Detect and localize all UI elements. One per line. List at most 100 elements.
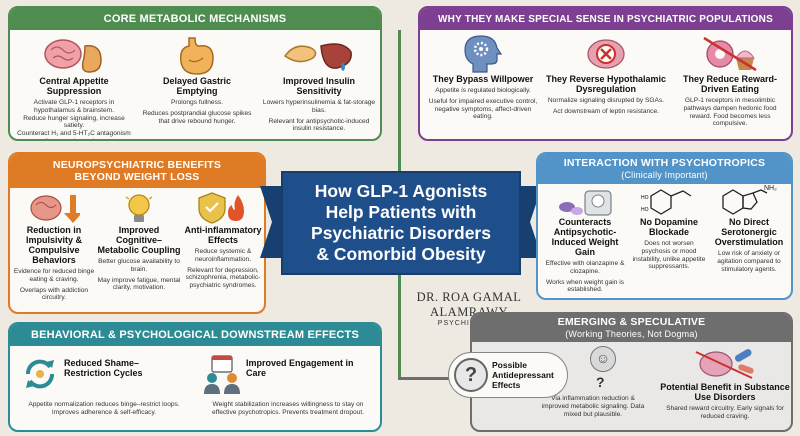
why-item-hypothalamic: They Reverse Hypothalamic Dysregulation … xyxy=(544,34,668,116)
core-item-insulin: Improved Insulin Sensitivity Lowers hype… xyxy=(260,34,378,133)
behavioral-panel: BEHAVIORAL & PSYCHOLOGICAL DOWNSTREAM EF… xyxy=(8,322,382,432)
behavioral-item-engagement-line-1: Weight stabilization increases willingne… xyxy=(212,401,364,416)
neuro-header-line-1: NEUROPSYCHIATRIC BENEFITS xyxy=(52,159,222,171)
why-item-willpower-title: They Bypass Willpower xyxy=(432,74,534,84)
why-item-hypothalamic-line-2: Act downstream of leptin resistance. xyxy=(553,107,659,115)
emerging-item-substance-title: Potential Benefit in Substance Use Disor… xyxy=(660,382,790,402)
donut-cupcake-icon xyxy=(703,36,757,72)
interaction-item-weight-line-1: Effective with olanzapine & clozapine. xyxy=(545,260,625,275)
neuro-item-cognitive-line-1: Better glucose availability to brain. xyxy=(98,258,180,273)
neuro-item-impulsivity-line-1: Evidence for reduced binge eating & crav… xyxy=(13,268,95,283)
title-line-2: Help Patients with xyxy=(325,202,477,222)
core-item-appetite-line-3: Counteract H₁ and 5-HT₂C antagonism from… xyxy=(17,130,131,139)
interaction-item-dopamine-line-1: Does not worsen psychosis or mood instab… xyxy=(632,240,706,271)
title-line-1: How GLP-1 Agonists xyxy=(314,181,488,201)
behavioral-header: BEHAVIORAL & PSYCHOLOGICAL DOWNSTREAM EF… xyxy=(10,324,380,346)
nh2-label: NH₂ xyxy=(764,185,777,192)
core-panel: CORE METABOLIC MECHANISMS Central Appeti… xyxy=(8,6,382,141)
behavioral-item-engagement-title: Improved Engagement in Care xyxy=(246,358,354,378)
interaction-item-weight: Counteracts Antipsychotic-Induced Weight… xyxy=(541,187,629,294)
emerging-q2: ? xyxy=(596,374,605,390)
interaction-item-weight-line-2: Works when weight gain is established. xyxy=(546,278,624,294)
emerging-header-title: EMERGING & SPECULATIVE xyxy=(557,316,706,328)
core-item-insulin-line-1: Lowers hyperinsulinemia & fat-storage bi… xyxy=(262,99,376,114)
neuro-item-impulsivity-line-2: Overlaps with addiction circuitry. xyxy=(19,286,89,302)
neuro-item-impulsivity: Reduction in Impulsivity & Compulsive Be… xyxy=(13,191,95,302)
why-item-willpower-line-1: Appetite is regulated biologically. xyxy=(435,87,531,94)
why-item-reward-title: They Reduce Reward-Driven Eating xyxy=(682,74,778,94)
why-panel: WHY THEY MAKE SPECIAL SENSE IN PSYCHIATR… xyxy=(418,6,793,141)
neuro-item-inflammation: Anti-inflammatory Effects Reduce systemi… xyxy=(183,191,263,290)
interaction-item-serotonin: NH₂ No Direct Serotonergic Overstimulati… xyxy=(708,185,790,273)
why-item-hypothalamic-title: They Reverse Hypothalamic Dysregulation xyxy=(545,74,667,94)
core-item-appetite-line-2: Reduce hunger signaling, increase satiet… xyxy=(23,114,125,130)
core-item-gastric-line-2: Reduces postprandial glucose spikes that… xyxy=(142,109,252,125)
smiley-icon: ☺ xyxy=(590,346,616,372)
why-item-reward: They Reduce Reward-Driven Eating GLP-1 r… xyxy=(672,34,788,128)
brain-pills-icon xyxy=(695,349,754,379)
core-item-appetite-title: Central Appetite Suppression xyxy=(39,76,109,96)
svg-text:HO: HO xyxy=(641,195,649,201)
interaction-item-dopamine: HO HO No Dopamine Blockade Does not wors… xyxy=(630,187,708,271)
author-role: PSYCHIATRIST xyxy=(437,320,501,327)
why-item-willpower: They Bypass Willpower Appetite is regula… xyxy=(426,34,540,121)
brain-x-icon xyxy=(587,39,625,69)
pancreas-liver-icon xyxy=(283,43,352,71)
core-item-insulin-line-2: Relevant for antipsychotic-induced insul… xyxy=(268,117,370,133)
title-banner: How GLP-1 Agonists Help Patients with Ps… xyxy=(282,174,520,272)
core-header: CORE METABOLIC MECHANISMS xyxy=(10,8,380,30)
emerging-item-substance-line-1: Shared reward circuitry. Early signals f… xyxy=(666,405,784,420)
interaction-item-serotonin-title: No Direct Serotonergic Overstimulation xyxy=(714,217,784,247)
neuro-header: NEUROPSYCHIATRIC BENEFITS BEYOND WEIGHT … xyxy=(10,154,264,188)
brain-down-arrow-icon xyxy=(30,195,80,223)
shield-flame-icon xyxy=(198,192,244,224)
emerging-header: EMERGING & SPECULATIVE (Working Theories… xyxy=(472,314,791,342)
emerging-item-antidepressant-title: Possible Antidepressant Effects xyxy=(492,360,554,390)
neuro-item-cognitive-title: Improved Cognitive–Metabolic Coupling xyxy=(97,225,181,255)
interaction-item-weight-title: Counteracts Antipsychotic-Induced Weight… xyxy=(551,217,619,257)
behavioral-item-shame-line-1: Appetite normalization reduces binge–res… xyxy=(28,401,180,416)
why-item-willpower-line-2: Useful for impaired executive control, n… xyxy=(428,97,538,121)
core-item-gastric-title: Delayed Gastric Emptying xyxy=(162,76,232,96)
emerging-item-antidepressant-line-1: Via inflammation reduction & improved me… xyxy=(541,395,645,418)
why-item-hypothalamic-line-1: Normalize signaling disrupted by SGAs. xyxy=(547,97,665,104)
emerging-header-sub: (Working Theories, Not Dogma) xyxy=(565,329,698,339)
title-line-4: & Comorbid Obesity xyxy=(316,244,486,264)
cycle-arrows-icon xyxy=(25,359,55,389)
serotonin-molecule-icon xyxy=(722,189,768,215)
neuro-item-cognitive-line-2: May improve fatigue, mental clarity, mot… xyxy=(97,276,181,292)
emerging-item-substance: Potential Benefit in Substance Use Disor… xyxy=(660,346,790,421)
behavioral-item-shame-title: Reduced Shame–Restriction Cycles xyxy=(64,358,143,378)
core-item-appetite-line-1: Activate GLP-1 receptors in hypothalamus… xyxy=(33,99,115,114)
neuro-item-impulsivity-title: Reduction in Impulsivity & Compulsive Be… xyxy=(25,225,82,265)
neuro-item-inflammation-line-2: Relevant for depression, schizophrenia, … xyxy=(185,266,261,290)
stomach-icon xyxy=(179,37,214,75)
core-item-gastric: Delayed Gastric Emptying Prolongs fullne… xyxy=(142,34,252,125)
interaction-header-title: INTERACTION WITH PSYCHOTROPICS xyxy=(563,157,766,169)
why-item-reward-line-1: GLP-1 receptors in mesolimbic pathways d… xyxy=(683,97,777,128)
interaction-header: INTERACTION WITH PSYCHOTROPICS (Clinical… xyxy=(538,154,791,184)
interaction-header-sub: (Clinically Important) xyxy=(621,170,708,180)
core-item-appetite: Central Appetite Suppression Activate GL… xyxy=(14,34,134,139)
core-item-insulin-title: Improved Insulin Sensitivity xyxy=(282,76,355,96)
interaction-item-serotonin-line-1: Low risk of anxiety or agitation compare… xyxy=(717,250,781,273)
neuro-header-line-2: BEYOND WEIGHT LOSS xyxy=(74,171,200,183)
brain-stomach-icon xyxy=(44,39,102,73)
pills-scale-icon xyxy=(559,190,612,216)
interaction-item-dopamine-title: No Dopamine Blockade xyxy=(639,217,698,237)
connector-to-emerging xyxy=(398,377,470,380)
neuro-item-inflammation-title: Anti-inflammatory Effects xyxy=(184,225,262,245)
head-gears-icon xyxy=(464,35,503,73)
emerging-item-antidepressant: ☺ ? Via inflammation reduction & improve… xyxy=(478,346,646,430)
neuro-item-cognitive: Improved Cognitive–Metabolic Coupling Be… xyxy=(96,191,182,292)
interaction-panel: INTERACTION WITH PSYCHOTROPICS (Clinical… xyxy=(536,152,793,300)
core-item-gastric-line-1: Prolongs fullness. xyxy=(170,99,224,106)
dopamine-molecule-icon: HO HO xyxy=(641,189,692,215)
author-name-line-1: DR. ROA GAMAL xyxy=(416,290,522,304)
why-header: WHY THEY MAKE SPECIAL SENSE IN PSYCHIATR… xyxy=(420,8,791,30)
question-icon: ? xyxy=(454,358,488,392)
neuro-panel: NEUROPSYCHIATRIC BENEFITS BEYOND WEIGHT … xyxy=(8,152,266,314)
title-line-3: Psychiatric Disorders xyxy=(311,223,491,243)
title-banner-ribbon xyxy=(260,171,542,275)
svg-text:HO: HO xyxy=(641,207,649,213)
